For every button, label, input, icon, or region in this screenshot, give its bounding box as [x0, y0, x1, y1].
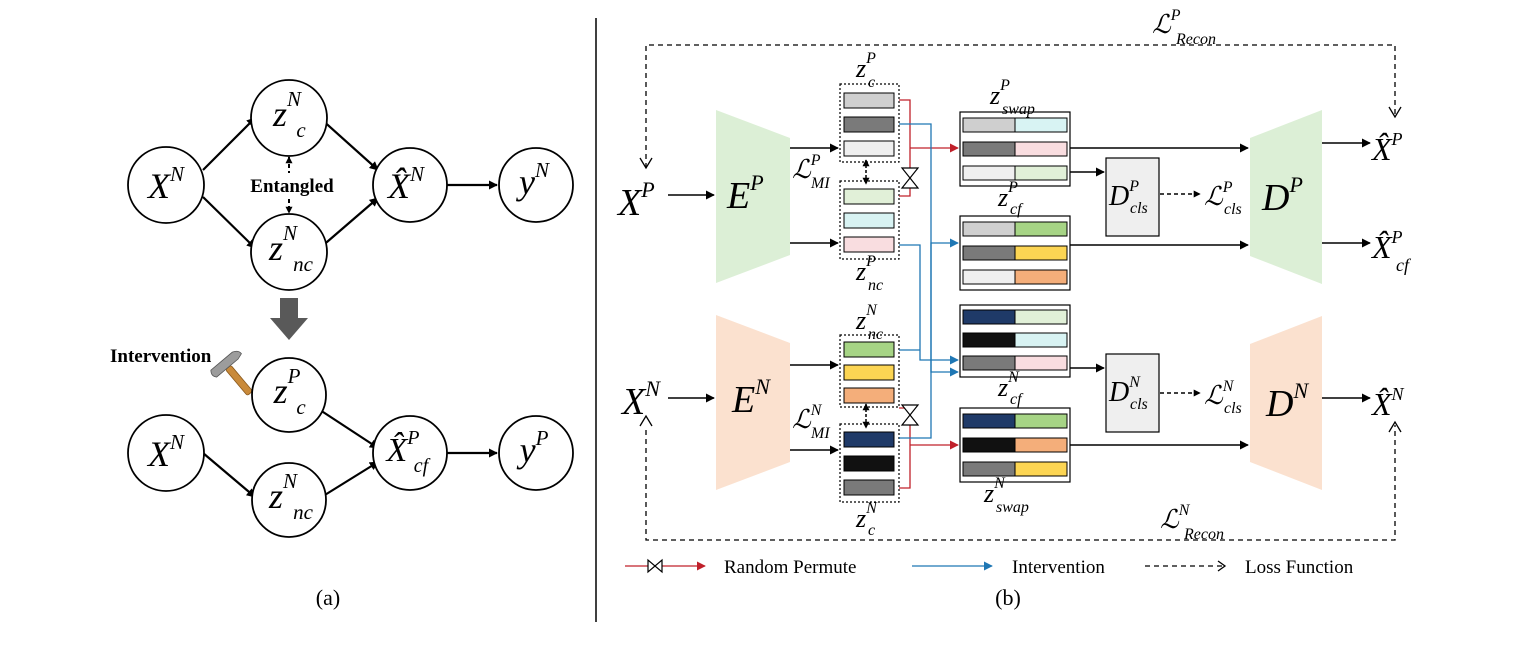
label-xhat-top: X̂N	[386, 162, 425, 206]
latent-box-zc-p	[839, 83, 900, 163]
legend-random-permute: Random Permute	[724, 557, 856, 578]
decoder-p	[1250, 110, 1322, 284]
node-y-top	[498, 147, 574, 223]
legend-loss-function: Loss Function	[1245, 557, 1354, 578]
zcf-p-block	[959, 215, 1071, 291]
entangled-label-bg	[248, 173, 348, 197]
input-xn: XN	[620, 376, 661, 423]
zswap-n-block	[959, 407, 1071, 483]
node-xhat-top	[372, 147, 448, 223]
node-zc-top	[250, 79, 328, 157]
encoder-p-label: EP	[726, 170, 764, 217]
node-xhat-bottom	[372, 415, 448, 491]
input-xp: XP	[616, 177, 655, 224]
encoder-n-label: EN	[731, 374, 771, 421]
label-xn-bottom: XN	[146, 430, 185, 474]
label-y-bottom: yP	[517, 426, 549, 470]
edge-xn-to-znc	[202, 196, 256, 249]
edge-znc-b-to-xhat-b	[319, 461, 379, 499]
output-xhat-n: X̂N	[1370, 384, 1405, 422]
node-y-bottom	[498, 415, 574, 491]
caption-b: (b)	[995, 585, 1021, 610]
zcf-n-block	[959, 304, 1071, 378]
recon-p-loss-path	[645, 44, 1396, 168]
edge-xn-to-zc	[202, 117, 256, 171]
legend-intervention: Intervention	[1012, 557, 1105, 578]
node-xn-top	[127, 146, 205, 224]
edge-znc-to-xhat	[319, 197, 379, 249]
decoder-p-label: DP	[1261, 172, 1303, 219]
label-y-top: yN	[516, 158, 550, 202]
latent-box-zc-n	[839, 423, 900, 503]
permute-p-icon	[900, 167, 920, 189]
legend: Random Permute Intervention Loss Functio…	[625, 557, 1354, 578]
encoder-n	[716, 315, 790, 490]
recon-n-loss-path	[645, 425, 1396, 541]
hammer-icon	[210, 350, 253, 396]
classifier-n	[1105, 353, 1160, 433]
classifier-p	[1105, 157, 1160, 237]
intervention-label: Intervention	[110, 346, 212, 367]
edge-xn-b-to-znc-b	[202, 452, 256, 498]
zswap-p-block	[959, 111, 1071, 187]
node-znc-bottom	[251, 462, 327, 538]
caption-a: (a)	[316, 585, 340, 610]
node-znc-top	[250, 213, 328, 291]
decoder-n-label: DN	[1265, 378, 1309, 425]
node-xn-bottom	[127, 414, 205, 492]
permute-n-icon	[900, 404, 920, 426]
encoder-p	[716, 110, 790, 283]
legend-permute-icon	[647, 558, 663, 574]
down-arrow-icon	[270, 298, 308, 340]
decoder-n	[1250, 316, 1322, 490]
node-zc-bottom	[251, 357, 327, 433]
latent-box-znc-p	[839, 180, 900, 260]
latent-box-znc-n	[839, 334, 900, 408]
output-xhat-p: X̂P	[1370, 129, 1403, 167]
edge-zc-to-xhat	[319, 117, 379, 171]
label-xn-top: XN	[146, 162, 185, 206]
edge-zc-b-to-xhat-b	[319, 409, 379, 449]
entangled-label: Entangled	[250, 176, 334, 197]
